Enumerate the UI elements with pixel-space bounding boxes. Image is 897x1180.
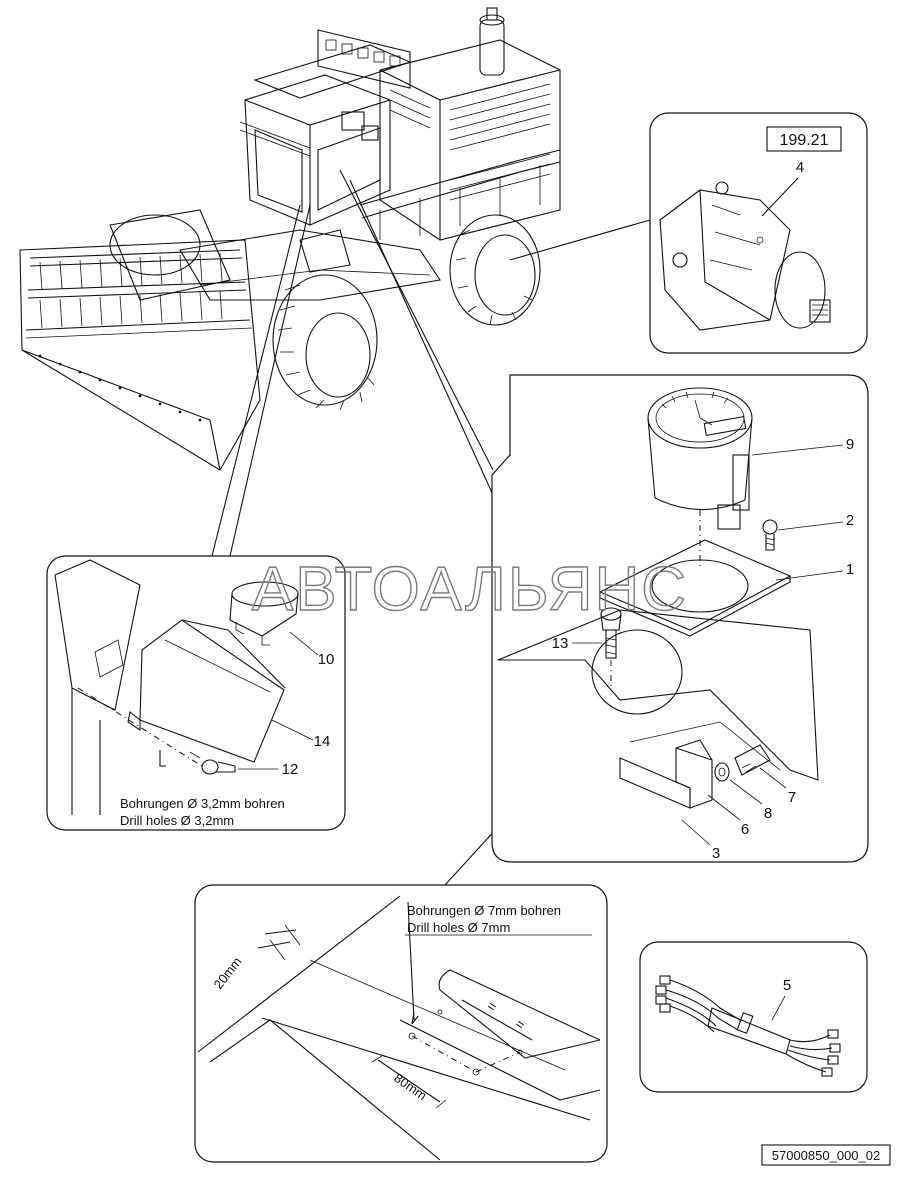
cable-detail-panel: 5 <box>639 941 868 1093</box>
drilling-detail-panel: Bohrungen Ø 7mm bohren Drill holes Ø 7mm… <box>194 884 608 1163</box>
callout-13: 13 <box>552 635 569 652</box>
reference-box <box>766 126 842 152</box>
callout-4: 4 <box>796 159 804 176</box>
note-large-holes-en: Drill holes Ø 7mm <box>407 920 510 935</box>
holder-part-14 <box>127 619 286 767</box>
callout-5: 5 <box>783 977 791 994</box>
gauge-detail-panel: 9 2 1 13 <box>491 374 869 863</box>
cable-harness <box>655 975 841 1077</box>
holder-detail-panel: 10 14 12 Bohrungen Ø 3,2mm bohren Drill … <box>46 555 346 831</box>
callout-7: 7 <box>788 789 796 806</box>
callout-14: 14 <box>314 733 331 750</box>
bracket-assembly <box>619 739 771 809</box>
watermark: АВТОАЛЬЯНС <box>252 555 688 624</box>
callout-2: 2 <box>846 512 854 529</box>
callout-1: 1 <box>846 561 854 578</box>
screw-part-12 <box>201 759 236 775</box>
detail-circle <box>591 629 683 715</box>
callout-3: 3 <box>712 845 720 862</box>
callout-6: 6 <box>741 821 749 838</box>
note-large-holes-de: Bohrungen Ø 7mm bohren <box>407 903 561 918</box>
callout-10: 10 <box>318 651 335 668</box>
drawing-number-box: 57000850_000_02 <box>761 1144 891 1166</box>
callout-12: 12 <box>282 761 299 778</box>
hour-meter-gauge <box>647 387 753 530</box>
callout-9: 9 <box>846 436 854 453</box>
note-small-holes-de: Bohrungen Ø 3,2mm bohren <box>120 796 285 811</box>
gauge-part-10 <box>229 581 299 646</box>
motor-detail-panel: 199.21 4 <box>649 112 868 354</box>
bolt-part-13 <box>600 607 622 690</box>
note-small-holes-en: Drill holes Ø 3,2mm <box>120 813 234 828</box>
reference-number: 199.21 <box>780 132 829 149</box>
mounting-plate <box>598 510 792 637</box>
hydraulic-motor-drawing <box>659 181 831 331</box>
callout-8: 8 <box>764 805 772 822</box>
compactor-illustration <box>19 7 561 471</box>
drawing-number: 57000850_000_02 <box>772 1148 880 1163</box>
screw-part-2 <box>762 519 778 551</box>
